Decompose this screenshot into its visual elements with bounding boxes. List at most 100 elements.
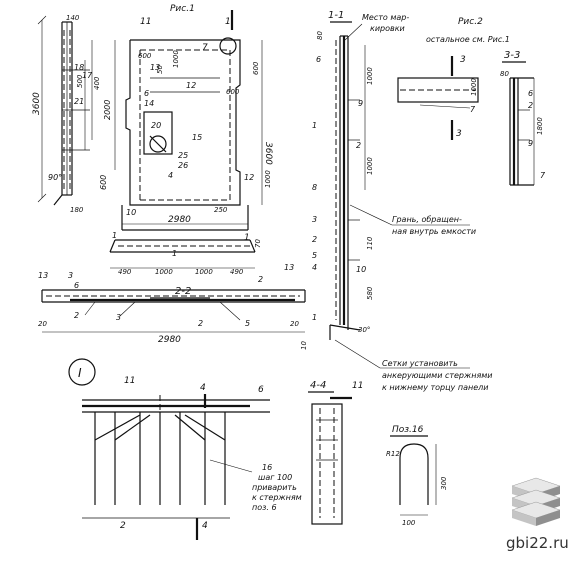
pos-7-fig2: 7 (470, 105, 476, 114)
pos-2-22a: 2 (258, 275, 263, 284)
dim-1000-right: 1000 (264, 170, 272, 188)
dim-1800-33: 1800 (536, 117, 544, 135)
pos-4-11: 4 (312, 263, 317, 272)
dim-1000-a: 1000 (155, 268, 173, 276)
dim-50: 50 (156, 65, 164, 74)
pos16-bar (399, 443, 429, 505)
pos-8-11: 8 (312, 183, 317, 192)
pos-6-33: 6 (528, 89, 533, 98)
pos-6-fig1: 6 (144, 89, 149, 98)
pos-17-label: 17 (82, 71, 93, 80)
pos-1-22-mid: 1 (172, 249, 177, 258)
pos-18-label: 18 (74, 63, 84, 72)
section-mark-1-top: 1 (225, 17, 231, 27)
node-I-circle (68, 358, 96, 386)
marking-place-1: Место мар- (362, 13, 409, 22)
pos-9-33: 9 (528, 139, 533, 148)
node-I-view: I 11 4 6 2 4 16 шаг 100 приварить к стер… (68, 358, 302, 540)
angle-30: 30° (358, 326, 370, 334)
angle-90-side: 90° (48, 173, 62, 182)
pos-10-11: 10 (356, 265, 366, 274)
pos-6-11: 6 (316, 55, 321, 64)
pos-1-22-top: 1 (112, 231, 117, 240)
section-mark-3-top: 3 (460, 55, 466, 65)
dim-3600-side: 3600 (32, 92, 42, 115)
dim-1000-inner: 1000 (172, 50, 180, 68)
dim-600-bottom-left: 600 (99, 175, 108, 190)
marking-place-2: кировки (370, 24, 405, 33)
fig2-note: остальное см. Рис.1 (426, 35, 510, 44)
pos16-radius: R12 (386, 450, 400, 458)
gbi22-logo-icon (511, 477, 561, 526)
nets-note-1: Сетки установить (382, 359, 458, 368)
dim-1000-11b: 1000 (366, 157, 374, 175)
section-mark-3-bottom: 3 (456, 129, 462, 139)
pos-4-fig1: 4 (168, 171, 173, 180)
nets-note-3: к нижнему торцу панели (382, 383, 488, 392)
pos-15-fig1: 15 (192, 133, 202, 142)
dim-20-b: 20 (290, 320, 299, 328)
pos-11-node: 11 (124, 376, 135, 386)
step-note-3: приварить (252, 483, 297, 492)
pos-7-33: 7 (540, 171, 546, 180)
dim-300: 300 (440, 476, 448, 490)
pos-2-11b: 2 (312, 235, 317, 244)
dim-80-33: 80 (500, 70, 509, 78)
dim-100: 100 (402, 519, 416, 527)
dim-2980-22: 2980 (158, 335, 181, 345)
watermark-text: gbi22.ru (506, 534, 569, 552)
pos-20-fig1: 20 (151, 121, 161, 130)
pos-11-44: 11 (352, 381, 363, 391)
inner-face-note-2: ная внутрь емкости (392, 227, 476, 236)
dim-490-a: 490 (118, 268, 132, 276)
dim-250: 250 (214, 206, 228, 214)
pos-12-fig1: 12 (186, 81, 196, 90)
pos-10-fig1: 10 (126, 208, 136, 217)
section-1-1-title: 1-1 (328, 10, 344, 21)
side-section-view: 3600 500 21 18 17 90° 180 140 (32, 14, 93, 214)
node-I-label: I (78, 366, 82, 380)
section-2-2-title: 2-2 (175, 286, 191, 297)
step-note-1: 16 (262, 463, 272, 472)
dim-2980-fig1: 2980 (168, 215, 191, 225)
dim-1000-fig2: 1000 (470, 78, 478, 96)
fig2-view: Рис.2 остальное см. Рис.1 3 3 1000 7 (397, 17, 510, 140)
pos-25-fig1: 25 (178, 151, 188, 160)
pos-1-fig1: 1 (244, 233, 250, 243)
pos-34-22: 3 (68, 271, 73, 280)
dim-600-top: 600 (138, 52, 152, 60)
pos-4-node: 4 (200, 383, 206, 393)
dim-580: 580 (366, 286, 374, 300)
step-note-5: поз. 6 (252, 503, 277, 512)
pos-1-11a: 1 (312, 121, 317, 130)
pos-6-node: 6 (258, 385, 264, 395)
fig1-panel-view: Рис.1 11 1 7 20 15 25 26 14 6 12 13 4 10… (91, 4, 273, 243)
section-2-2-view: 490 1000 1000 490 70 1 1 2-2 2980 20 20 … (38, 231, 306, 345)
pos-3-22: 3 (116, 313, 121, 322)
dim-80-11: 80 (316, 31, 324, 40)
inner-face-note-1: Грань, обращен- (392, 215, 462, 224)
fig2-title: Рис.2 (458, 17, 483, 27)
pos-1-11b: 1 (312, 313, 317, 322)
dim-600-mid: 600 (226, 88, 240, 96)
pos16-detail: Поз.16 R12 300 100 (386, 425, 448, 527)
pos-11-top: 11 (140, 17, 151, 27)
pos-26-fig1: 26 (178, 161, 188, 170)
section-4-4-title: 4-4 (310, 380, 326, 391)
pos-2-22b: 2 (74, 311, 79, 320)
pos-3-11: 3 (312, 215, 317, 224)
dim-1000-b: 1000 (195, 268, 213, 276)
dim-140-side: 140 (66, 14, 80, 22)
dim-110: 110 (366, 236, 374, 250)
pos-5-22: 5 (245, 319, 250, 328)
dim-400: 400 (93, 76, 101, 90)
pos-13-fig1: 13 (150, 63, 160, 72)
fig1-title: Рис.1 (170, 4, 195, 14)
pos-2-11: 2 (356, 141, 361, 150)
section-4-4-view: 4-4 11 (308, 380, 363, 525)
dim-600-right: 600 (252, 61, 260, 75)
dim-10: 10 (300, 341, 308, 350)
dim-500-side: 500 (76, 74, 84, 88)
section-1-1-view: 1-1 Место мар- кировки 1000 1000 110 580… (300, 10, 493, 392)
